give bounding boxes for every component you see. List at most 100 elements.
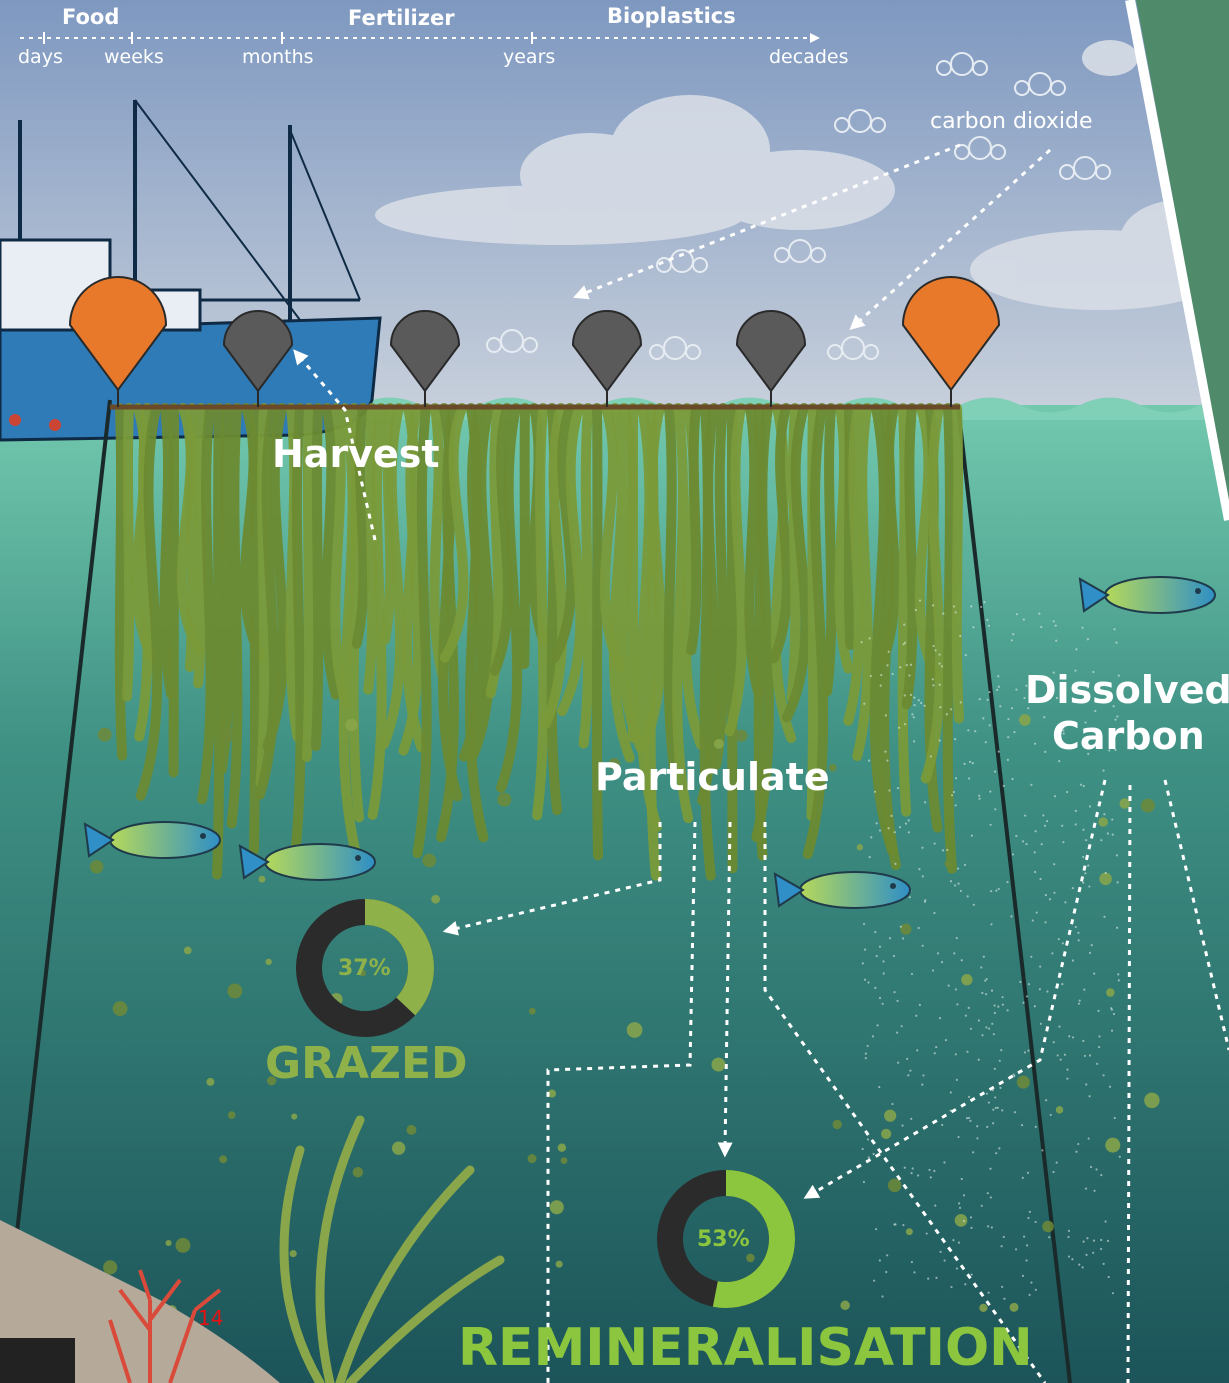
dissolved-speck [943,1161,946,1164]
dissolved-speck [1084,721,1087,724]
dissolved-speck [866,1044,869,1048]
anchor-block [0,1338,75,1383]
carbon-particle [359,969,367,977]
dissolved-speck [1110,1029,1114,1032]
dissolved-speck [1021,1176,1024,1179]
dissolved-speck [1006,880,1009,884]
dissolved-speck [988,724,991,727]
dissolved-speck [1020,1124,1024,1127]
inset-panel [1136,0,1229,500]
dissolved-speck [1046,990,1049,993]
dissolved-speck [939,1250,942,1253]
dissolved-speck [1082,881,1085,884]
dissolved-speck [1082,828,1085,831]
dissolved-speck [924,801,927,804]
co2-molecule [827,336,879,360]
dissolved-speck [903,1166,906,1169]
dissolved-speck [875,954,878,958]
dissolved-speck [1061,824,1064,827]
dissolved-speck [1044,750,1047,753]
dissolved-speck [1056,1054,1059,1057]
dissolved-speck [905,664,908,667]
carbon-particle [557,1143,567,1152]
carbon-particle [884,1109,897,1122]
carbon-particle [219,1155,228,1164]
dissolved-speck [938,653,941,656]
carbon-particle [406,1124,417,1135]
dissolved-speck [977,1058,980,1061]
dissolved-speck [903,641,907,644]
dissolved-speck [987,1291,990,1294]
dissolved-speck [1099,1247,1103,1251]
dissolved-speck [1026,1171,1030,1174]
dissolved-speck [1102,1074,1105,1077]
dissolved-speck [935,1276,938,1279]
dissolved-speck [1067,1255,1071,1258]
dissolved-speck [1118,1155,1121,1158]
dissolved-speck [1058,1025,1061,1028]
kelp-blade [114,403,128,761]
dissolved-speck [898,726,901,729]
dissolved-speck [1112,705,1115,708]
dissolved-speck [999,1086,1002,1090]
dissolved-speck [1092,1239,1096,1242]
dissolved-speck [906,1057,909,1060]
dissolved-carbon-cloud [860,599,1121,1300]
kelp-blade [768,403,792,664]
dissolved-speck [878,829,882,832]
co2-molecule [656,249,708,273]
dissolved-speck [1077,1142,1080,1146]
dissolved-speck [1034,830,1037,833]
kelp-blade [310,403,324,752]
dissolved-speck [989,1167,992,1170]
dissolved-speck [867,1156,870,1159]
dissolved-speck [969,1119,972,1122]
dissolved-speck [1077,939,1080,942]
dissolved-speck [977,1019,980,1022]
dissolved-speck [1010,915,1013,918]
dissolved-speck [987,624,991,627]
carbon-particle [1016,1075,1030,1089]
dissolved-speck [863,948,867,951]
timeline-product-food: Food [62,5,120,29]
kelp-blade [363,403,378,695]
dissolved-speck [1038,612,1041,615]
kelp-blade [134,403,153,742]
dissolved-speck [1066,790,1069,794]
co2-molecule-icon [486,52,1111,360]
dissolved-speck [1001,1003,1004,1006]
dissolved-speck [992,1122,995,1125]
carbon-particle [165,1239,172,1247]
dissolved-speck [913,1271,916,1274]
dissolved-speck [1002,784,1005,787]
dissolved-speck [1085,838,1088,842]
dissolved-speck [893,991,896,994]
dissolved-speck [991,1022,994,1025]
kelp-blade [549,403,577,663]
kelp-blade [802,403,829,860]
carbon-particle [227,983,243,999]
kelp-blade [942,403,957,874]
dissolved-speck [1040,843,1043,846]
carbon-particle [291,1113,298,1120]
dissolved-speck [963,762,966,765]
dissolved-speck [1022,1001,1025,1004]
co2-molecule [649,336,701,360]
dissolved-speck [1090,944,1093,947]
carbon-dioxide-label: carbon dioxide [930,109,1093,134]
dissolved-speck [954,777,958,780]
dissolved-speck [861,1147,864,1151]
buoy [901,276,1001,407]
dissolved-speck [936,952,940,955]
dissolved-speck [869,674,872,678]
dissolved-speck [985,977,988,981]
dissolved-speck [1063,1053,1067,1056]
dissolved-speck [903,694,906,697]
dissolved-speck [1108,1085,1112,1088]
dissolved-speck [970,834,973,837]
dissolved-speck [1115,854,1119,857]
kelp-blade [878,403,900,664]
kelp-blade [591,403,604,861]
dissolved-speck [910,1171,913,1175]
dissolved-speck [891,1102,894,1106]
